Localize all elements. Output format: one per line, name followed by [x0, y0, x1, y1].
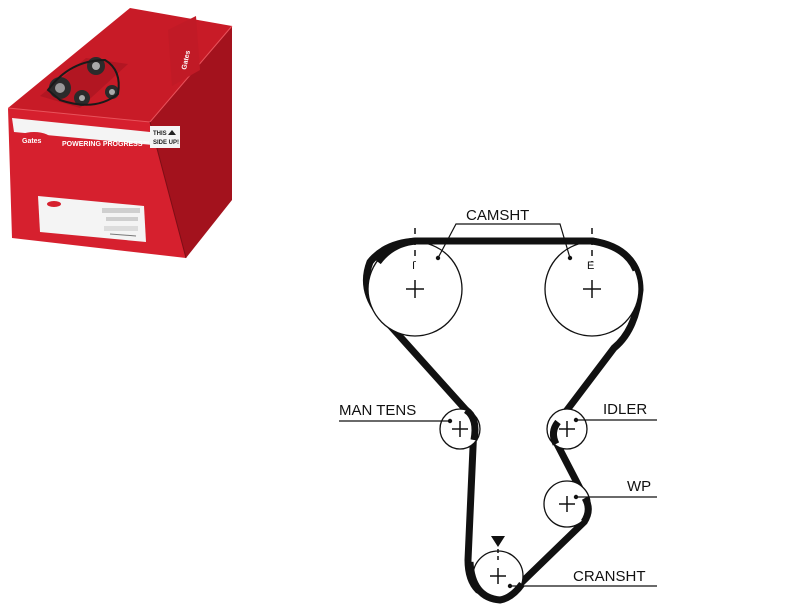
- water-pump-label: WP: [627, 478, 651, 495]
- camshaft-label: CAMSHT: [466, 207, 529, 224]
- box-slogan-text: POWERING PROGRESS™: [62, 141, 150, 148]
- manual-tensioner-label: MAN TENS: [339, 402, 416, 419]
- intake-mark-label: I: [412, 260, 415, 272]
- box-brand-text: Gates: [22, 138, 42, 145]
- crankshaft-timing-arrow-icon: [491, 536, 505, 547]
- crankshaft-label: CRANSHT: [573, 568, 646, 585]
- this-side-up-label: THIS SIDE UP!: [150, 126, 180, 148]
- this-side-up-line1: THIS: [153, 131, 167, 137]
- belt-diagram: I E CAMSHT MAN TENS IDLER WP: [339, 207, 657, 601]
- idler-label: IDLER: [603, 401, 647, 418]
- gates-logo: Gates: [16, 132, 52, 148]
- product-box: Gates Gates POWERING PROGRESS™ THIS SIDE…: [8, 8, 232, 258]
- this-side-up-line2: SIDE UP!: [153, 140, 179, 146]
- exhaust-mark-label: E: [587, 260, 594, 272]
